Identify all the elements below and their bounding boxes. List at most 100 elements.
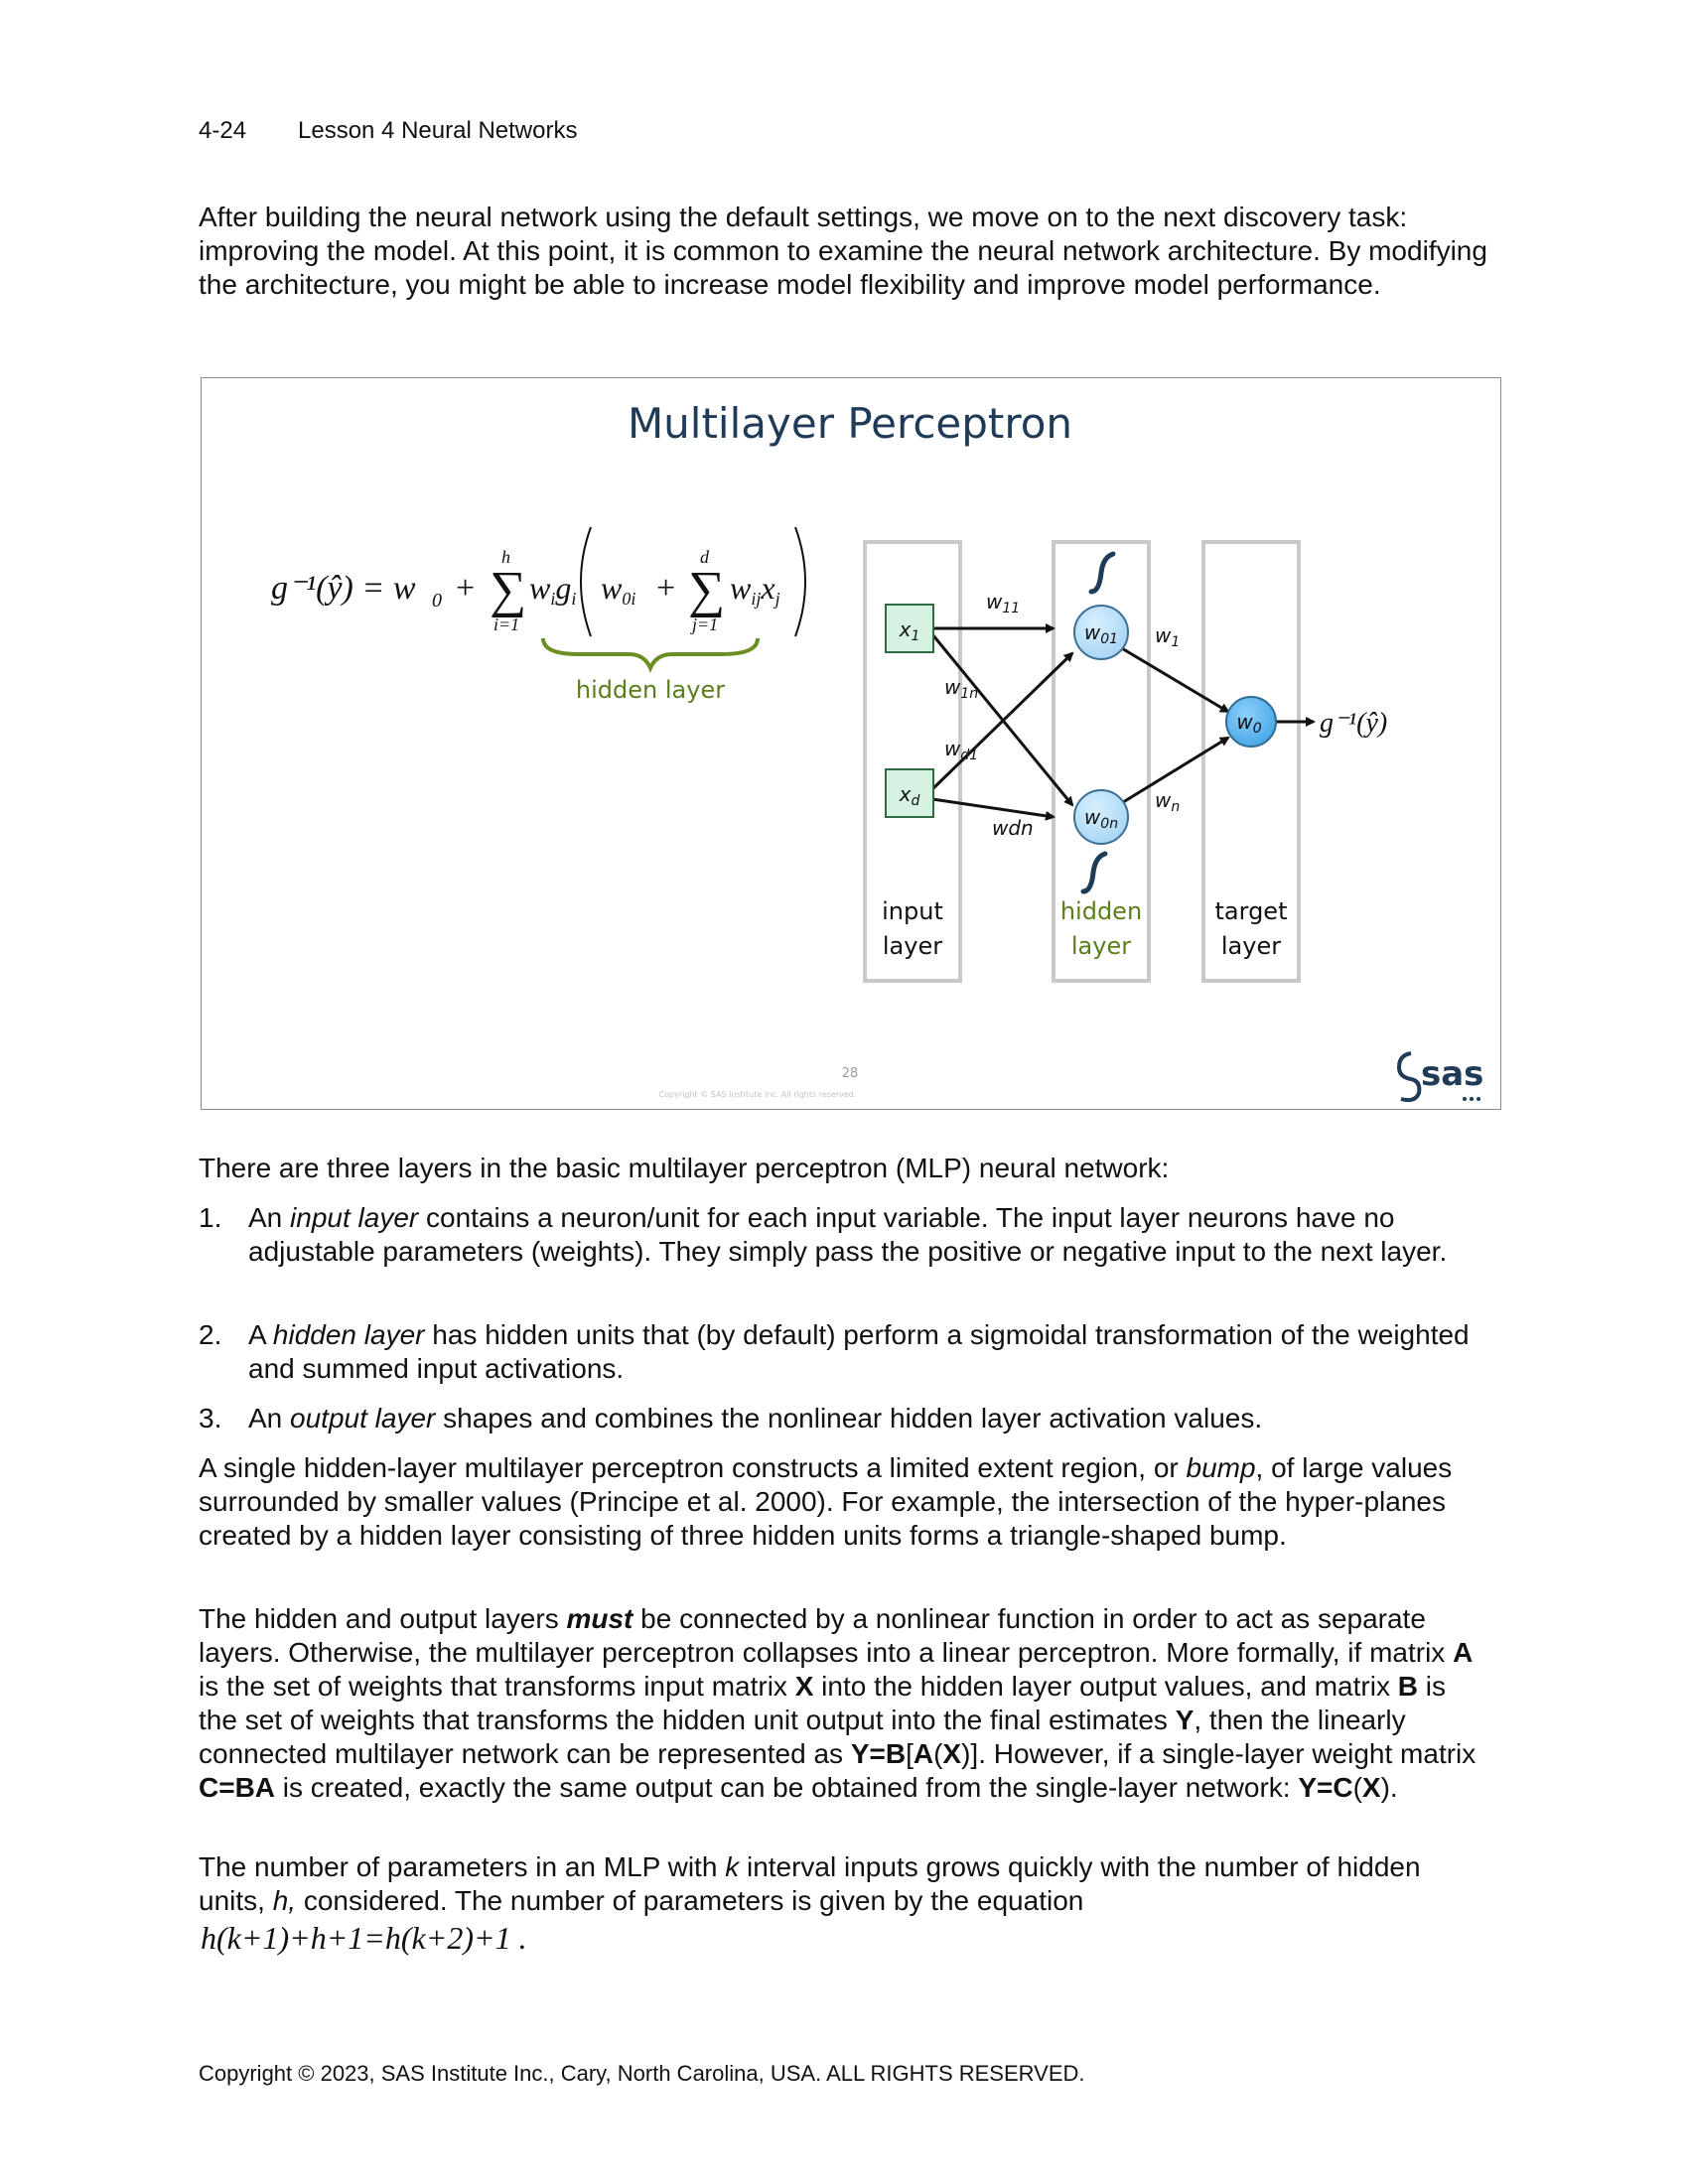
bump-term: bump xyxy=(1186,1452,1256,1483)
equation-y-b: Y=B xyxy=(850,1738,907,1769)
paragraph-text: is created, exactly the same output can … xyxy=(275,1772,1299,1803)
matrix-b: B xyxy=(1397,1671,1418,1702)
input-layer-label-2: layer xyxy=(883,932,942,960)
edge-xd-w01 xyxy=(930,651,1074,791)
page-number: 4-24 xyxy=(199,117,247,144)
target-layer-box xyxy=(1201,540,1301,983)
equation-plus-1: + xyxy=(456,570,475,607)
sum-outer-bottom: i=1 xyxy=(493,614,519,634)
mlp-equation: g⁻¹(ŷ) = w 0 + ∑ h i=1 wigi w0i + ∑ d j=… xyxy=(271,526,806,637)
intro-paragraph: After building the neural network using … xyxy=(199,202,1487,300)
paragraph-text: A single hidden-layer multilayer percept… xyxy=(199,1452,1187,1483)
slide-canvas: Multilayer Perceptron g⁻¹(ŷ) = w 0 + ∑ h… xyxy=(271,399,1483,1103)
paragraph-text: interval inputs grows quickly with the n… xyxy=(199,1851,1421,1916)
matrix-x: X xyxy=(794,1671,814,1702)
paragraph-text: [ xyxy=(906,1738,914,1769)
sigmoid-icon-bottom xyxy=(1080,851,1108,894)
paragraph-text: ). xyxy=(1380,1772,1398,1803)
equation-c-ba: C=BA xyxy=(199,1772,276,1803)
equation-a: A xyxy=(913,1738,934,1769)
list-item: 1. An input layer contains a neuron/unit… xyxy=(199,1201,1489,1269)
list-text: A xyxy=(248,1319,273,1350)
paragraph-text: into the hidden layer output values, and… xyxy=(813,1671,1398,1702)
sum-inner-bottom: j=1 xyxy=(690,614,718,634)
paragraph-text: considered. The number of parameters is … xyxy=(296,1885,1084,1916)
paragraph-text: , of large values surrounded by smaller … xyxy=(199,1452,1453,1551)
hidden-layer-label-1: hidden xyxy=(1060,897,1142,925)
edge-label-wn: wn xyxy=(1155,788,1180,815)
paragraph-text: ( xyxy=(1352,1772,1362,1803)
list-text: contains a neuron/unit for each input va… xyxy=(248,1202,1448,1267)
matrix-a: A xyxy=(1453,1637,1474,1668)
node-xd xyxy=(885,768,934,818)
sum-outer-symbol: ∑ xyxy=(490,562,526,618)
footer-copyright: Copyright © 2023, SAS Institute Inc., Ca… xyxy=(199,2061,1085,2086)
equation-wi-gi: wigi xyxy=(529,570,576,609)
paragraph-text: be connected by a nonlinear function in … xyxy=(199,1603,1454,1668)
equation-plus-2: + xyxy=(656,570,675,607)
equation-lhs-subscript: 0 xyxy=(432,590,442,612)
target-layer-label-1: target xyxy=(1215,897,1288,925)
edge-label-w1: w1 xyxy=(1155,623,1180,650)
equation-x: X xyxy=(942,1738,962,1769)
nonlinear-paragraph: The hidden and output layers must be con… xyxy=(199,1602,1489,1805)
equation-w0i: w0i xyxy=(601,570,635,609)
paragraph-text: is the set of weights that transforms in… xyxy=(199,1671,795,1702)
paragraph-text: is the set of weights that transforms th… xyxy=(199,1671,1446,1735)
list-text: has hidden units that (by default) perfo… xyxy=(248,1319,1470,1384)
sum-outer-top: h xyxy=(501,547,510,567)
hidden-layer-brace xyxy=(541,637,760,674)
list-term: input layer xyxy=(290,1202,419,1233)
list-number: 2. xyxy=(199,1319,222,1350)
node-w01 xyxy=(1073,605,1129,660)
equation-x-2: X xyxy=(1361,1772,1381,1803)
matrix-y: Y xyxy=(1175,1705,1195,1735)
slide-number: 28 xyxy=(842,1066,859,1081)
list-term: hidden layer xyxy=(272,1319,425,1350)
edge-w01-w0 xyxy=(1114,642,1230,714)
paragraph-text: ( xyxy=(933,1738,943,1769)
lesson-title: Lesson 4 Neural Networks xyxy=(298,117,578,144)
output-label: g⁻¹(ŷ) xyxy=(1320,708,1387,739)
edge-label-w11: w11 xyxy=(986,590,1020,616)
edge-w0n-w0 xyxy=(1114,736,1230,809)
node-w0n xyxy=(1073,789,1129,845)
list-item: 2. A hidden layer has hidden units that … xyxy=(199,1318,1489,1386)
slide-title: Multilayer Perceptron xyxy=(628,399,1072,448)
sas-logo: sas xyxy=(1396,1051,1483,1103)
hidden-layer-box xyxy=(1052,540,1151,983)
brace-label: hidden layer xyxy=(576,676,725,704)
must-emphasis: must xyxy=(566,1603,633,1634)
variable-h: h, xyxy=(272,1885,297,1916)
list-item: 3. An output layer shapes and combines t… xyxy=(199,1402,1489,1435)
edge-label-wdn: wdn xyxy=(992,816,1034,840)
sas-logo-text: sas xyxy=(1421,1054,1483,1094)
layers-intro: There are three layers in the basic mult… xyxy=(199,1153,1170,1183)
paragraph-text: The hidden and output layers xyxy=(199,1603,567,1634)
equation-wij-xj: wijxj xyxy=(730,570,780,609)
list-number: 1. xyxy=(199,1202,222,1233)
input-layer-label-1: input xyxy=(882,897,943,925)
edge-xd-w0n xyxy=(931,797,1055,821)
node-w0 xyxy=(1225,696,1277,748)
list-text: shapes and combines the nonlinear hidden… xyxy=(435,1403,1263,1433)
list-text: An xyxy=(248,1202,291,1233)
paragraph-text: )]. However, if a single-layer weight ma… xyxy=(961,1738,1477,1769)
page-header: 4-24 Lesson 4 Neural Networks xyxy=(199,117,577,145)
variable-k: k xyxy=(725,1851,740,1882)
sum-inner-top: d xyxy=(700,547,710,567)
equation-y-c: Y=C xyxy=(1298,1772,1353,1803)
paragraph-text: , then the linearly connected multilayer… xyxy=(199,1705,1406,1769)
list-term: output layer xyxy=(290,1403,436,1433)
paragraph-text: The number of parameters in an MLP with xyxy=(199,1851,726,1882)
slide-copyright: Copyright © SAS Institute Inc. All right… xyxy=(659,1090,857,1099)
node-x1 xyxy=(885,604,934,653)
target-layer-label-2: layer xyxy=(1221,932,1281,960)
bump-paragraph: A single hidden-layer multilayer percept… xyxy=(199,1451,1489,1553)
equation-lhs: g⁻¹(ŷ) = w xyxy=(271,570,416,607)
sum-inner-symbol: ∑ xyxy=(688,562,725,618)
parameters-equation: h(k+1)+h+1=h(k+2)+1 . xyxy=(201,1920,527,1956)
slide-figure: Multilayer Perceptron g⁻¹(ŷ) = w 0 + ∑ h… xyxy=(201,377,1501,1110)
list-text: An xyxy=(248,1403,291,1433)
parameters-paragraph: The number of parameters in an MLP with … xyxy=(199,1850,1489,1918)
